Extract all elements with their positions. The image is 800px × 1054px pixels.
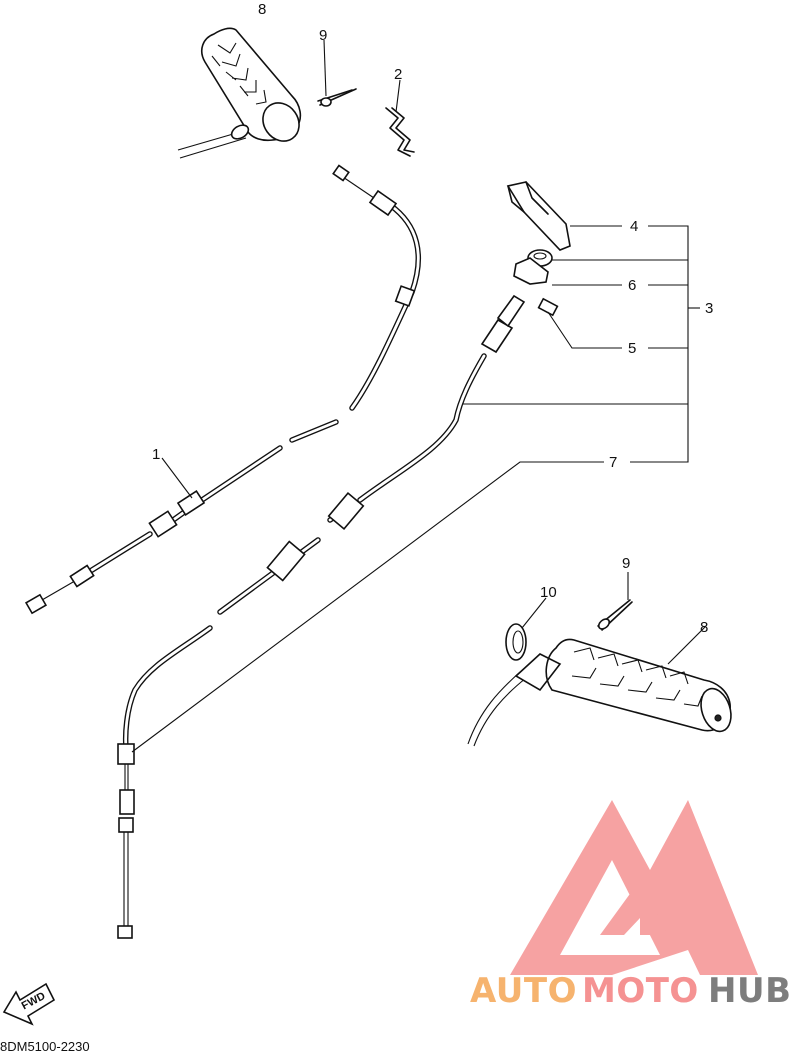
watermark-word-moto: MOTO bbox=[582, 971, 699, 1011]
logo-g-mark bbox=[600, 880, 668, 935]
pin-top-part-9 bbox=[317, 39, 357, 107]
label-part-5: 5 bbox=[628, 340, 636, 357]
leader-9-top bbox=[323, 39, 327, 97]
part-number-labels: 8 9 2 4 6 3 5 1 7 9 10 8 bbox=[152, 1, 713, 636]
label-part-10: 10 bbox=[540, 584, 557, 601]
cable-guide-part-4 bbox=[506, 181, 571, 251]
watermark-logo bbox=[510, 800, 758, 975]
logo-triangle-outer bbox=[510, 800, 758, 975]
label-part-8-top: 8 bbox=[258, 1, 266, 18]
pin-bottom-part-9 bbox=[597, 572, 633, 631]
clip-part-2 bbox=[385, 79, 415, 157]
leader-8-bottom bbox=[667, 625, 707, 665]
pin-part-5 bbox=[537, 297, 559, 317]
grip-left-pattern bbox=[211, 42, 267, 105]
leader-lines-assembly bbox=[131, 225, 700, 753]
leader-10 bbox=[521, 597, 547, 629]
label-part-9-top: 9 bbox=[319, 27, 327, 44]
leader-2 bbox=[395, 79, 401, 113]
label-part-4: 4 bbox=[630, 218, 638, 235]
label-part-8-bottom: 8 bbox=[700, 619, 708, 636]
leader-1 bbox=[161, 457, 193, 499]
grip-left-part-8 bbox=[177, 27, 302, 159]
grip-right-body bbox=[545, 638, 731, 732]
label-part-6: 6 bbox=[628, 277, 636, 294]
grip-right-end bbox=[700, 687, 732, 733]
grip-left-bar-line bbox=[177, 131, 241, 151]
ring-part-10 bbox=[505, 597, 547, 661]
grip-right-pattern bbox=[571, 647, 703, 707]
watermark-text: AUTO MOTO HUB bbox=[470, 971, 791, 1011]
leader-7 bbox=[131, 461, 604, 753]
grip-right-part-8 bbox=[467, 625, 732, 747]
nut-part-6 bbox=[513, 257, 549, 285]
drawing-code: 8DM5100-2230 bbox=[0, 1039, 90, 1054]
label-part-7: 7 bbox=[609, 454, 617, 471]
clutch-cable-part-1 bbox=[24, 164, 421, 615]
watermark-word-auto: AUTO bbox=[470, 971, 577, 1011]
fwd-arrow-icon: FWD bbox=[2, 982, 56, 1026]
label-part-1: 1 bbox=[152, 446, 160, 463]
grip-left-end bbox=[262, 102, 300, 142]
throttle-cable-part-7 bbox=[117, 294, 526, 939]
logo-triangle-inner bbox=[560, 860, 660, 955]
label-part-9-bottom: 9 bbox=[622, 555, 630, 572]
label-part-3: 3 bbox=[705, 300, 713, 317]
watermark-word-hub: HUB bbox=[708, 971, 791, 1011]
label-part-2: 2 bbox=[394, 66, 402, 83]
